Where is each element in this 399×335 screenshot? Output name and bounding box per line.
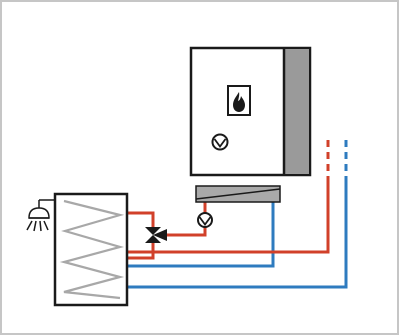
pump-to-valve-pipe: [167, 226, 207, 237]
tank-body: [53, 192, 129, 307]
hot-pipes: [127, 140, 330, 260]
cold-feed-pipe: [127, 182, 348, 289]
boiler: [189, 46, 312, 177]
heat-exchanger-diagonal: [195, 188, 281, 200]
plate-heat-exchanger: [195, 185, 281, 203]
three-way-valve-icon: [145, 227, 167, 243]
tank-outlet-pipe: [127, 211, 155, 228]
shower-icon: [26, 199, 55, 232]
heating-coil: [59, 199, 125, 300]
cold-pipes: [127, 140, 348, 289]
boiler-side-panel: [284, 49, 309, 174]
circulation-pump-icon: [197, 212, 213, 228]
hot-feed-pipe: [127, 182, 330, 254]
flame-icon: [227, 85, 251, 116]
valve-bottom-pipe: [127, 242, 155, 260]
cold-return-pipe: [127, 202, 275, 268]
boiler-pump-icon: [211, 133, 229, 151]
hot-water-tank: [53, 192, 129, 307]
